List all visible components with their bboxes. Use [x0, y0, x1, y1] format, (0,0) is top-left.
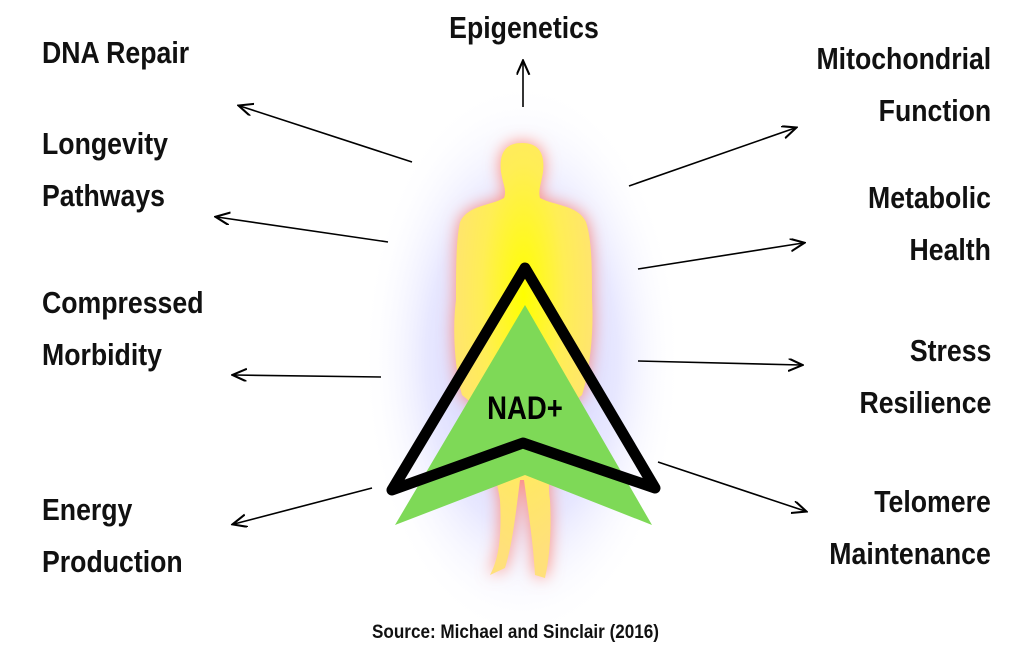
arrow-dna-repair [240, 106, 413, 163]
arrow-mitochondrial-function [628, 128, 795, 187]
label-line: DNA Repair [42, 35, 190, 70]
label-line: Maintenance [829, 536, 991, 571]
label-epigenetics: Epigenetics [449, 10, 599, 45]
label-line: Energy [42, 492, 133, 527]
label-line: Stress [909, 333, 991, 368]
label-line: Telomere [874, 484, 991, 519]
label-line: Function [878, 93, 991, 128]
arrow-telomere-maintenance [657, 461, 805, 511]
label-line: Longevity [42, 126, 168, 161]
source-caption: Source: Michael and Sinclair (2016) [371, 622, 659, 643]
arrow-metabolic-health [637, 243, 803, 270]
label-line: Production [42, 544, 183, 579]
label-line: Health [909, 232, 991, 267]
label-line: Mitochondrial [816, 41, 991, 76]
nad-triangle-outline [386, 262, 661, 496]
arrow-compressed-morbidity [234, 375, 382, 377]
arrow-stress-resilience [637, 361, 801, 365]
label-dna-repair: DNA Repair [42, 27, 189, 79]
arrow-longevity-pathways [217, 217, 389, 243]
label-line: Morbidity [42, 337, 162, 372]
label-line: Metabolic [868, 180, 991, 215]
label-line: Compressed [42, 285, 204, 320]
label-line: Pathways [42, 178, 165, 213]
label-line: Resilience [859, 385, 991, 420]
arrow-energy-production [234, 487, 373, 524]
nad-label: NAD+ [487, 390, 563, 426]
